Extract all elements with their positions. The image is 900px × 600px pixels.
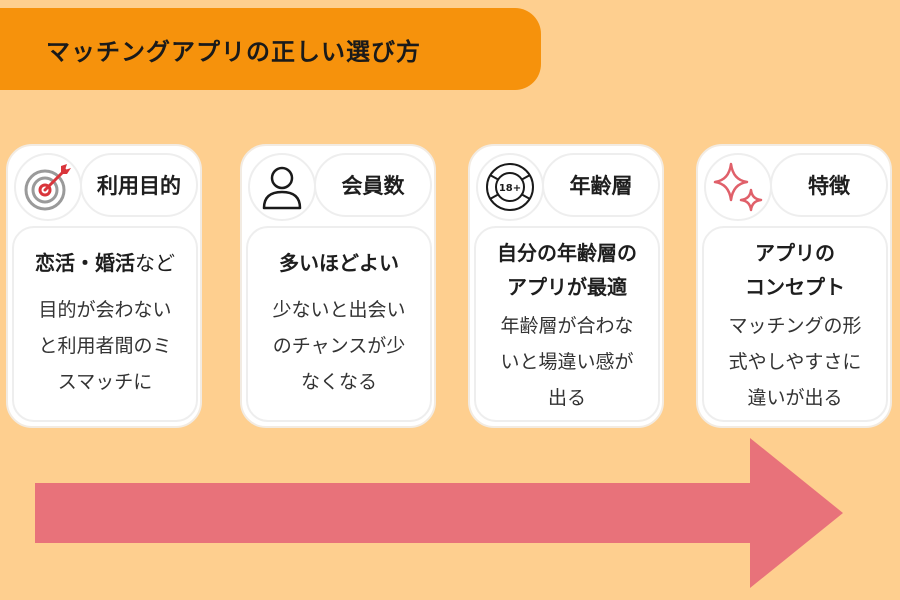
card-heading: 年齢層 (542, 153, 660, 217)
card-body: アプリの コンセプト マッチングの形 式やしやすさに 違いが出る (702, 226, 888, 422)
age-icon-label: 18+ (499, 183, 521, 194)
card-description: 年齢層が合わな いと場違い感が 出る (476, 308, 658, 416)
subtitle-bold: 恋活・婚活 (35, 251, 135, 275)
description-line: 違いが出る (747, 387, 843, 409)
card-body: 自分の年齢層の アプリが最適 年齢層が合わな いと場違い感が 出る (474, 226, 660, 422)
card-age-group: 18+ 年齢層 自分の年齢層の アプリが最適 年齢層が合わな いと場違い感が 出… (468, 144, 664, 428)
card-description: 少ないと出会い のチャンスが少 なくなる (248, 292, 430, 400)
card-subtitle: 自分の年齢層の アプリが最適 (476, 236, 658, 304)
card-members: 会員数 多いほどよい 少ないと出会い のチャンスが少 なくなる (240, 144, 436, 428)
flow-arrow (35, 438, 843, 588)
card-body: 恋活・婚活など 目的が会わない と利用者間のミ スマッチに (12, 226, 198, 422)
age-18-plus-icon: 18+ (486, 163, 534, 211)
description-line: 目的が会わない (38, 299, 172, 321)
card-subtitle: 恋活・婚活など (14, 246, 196, 280)
person-icon (262, 166, 302, 210)
subtitle-line: アプリが最適 (507, 275, 627, 299)
card-description: マッチングの形 式やしやすさに 違いが出る (704, 308, 886, 416)
description-line: マッチングの形 (728, 315, 862, 337)
description-line: 少ないと出会い (272, 299, 406, 321)
card-heading: 特徴 (770, 153, 888, 217)
subtitle-line: 自分の年齢層の (497, 241, 637, 265)
description-line: のチャンスが少 (272, 335, 406, 357)
description-line: 出る (547, 387, 586, 409)
page-title: マッチングアプリの正しい選び方 (46, 37, 421, 66)
card-subtitle: アプリの コンセプト (704, 236, 886, 304)
sparkle-icon (713, 162, 763, 212)
subtitle-line: コンセプト (745, 275, 845, 299)
card-icon-circle (14, 153, 82, 221)
subtitle-line: アプリの (755, 241, 835, 265)
title-banner: マッチングアプリの正しい選び方 (0, 8, 541, 90)
description-line: 年齢層が合わな (500, 315, 634, 337)
description-line: 式やしやすさに (728, 351, 862, 373)
card-heading: 会員数 (314, 153, 432, 217)
description-line: いと場違い感が (500, 351, 634, 373)
card-icon-circle: 18+ (476, 153, 544, 221)
card-subtitle: 多いほどよい (248, 246, 430, 280)
subtitle-bold: 多いほどよい (279, 251, 399, 275)
card-description: 目的が会わない と利用者間のミ スマッチに (14, 292, 196, 400)
description-line: と利用者間のミ (38, 335, 172, 357)
subtitle-normal: など (135, 251, 175, 275)
card-icon-circle (248, 153, 316, 221)
card-purpose: 利用目的 恋活・婚活など 目的が会わない と利用者間のミ スマッチに (6, 144, 202, 428)
card-features: 特徴 アプリの コンセプト マッチングの形 式やしやすさに 違いが出る (696, 144, 892, 428)
description-line: スマッチに (57, 371, 153, 393)
card-icon-circle (704, 153, 772, 221)
card-heading: 利用目的 (80, 153, 198, 217)
description-line: なくなる (300, 371, 377, 393)
target-dart-icon (24, 164, 71, 211)
card-body: 多いほどよい 少ないと出会い のチャンスが少 なくなる (246, 226, 432, 422)
